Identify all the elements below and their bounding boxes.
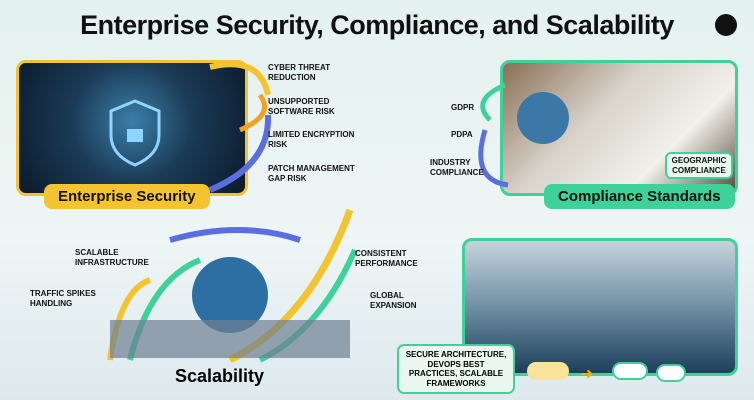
- security-item: LIMITED ENCRYPTION RISK: [268, 130, 355, 149]
- scalability-item: CONSISTENT PERFORMANCE: [355, 249, 418, 268]
- security-item: CYBER THREAT REDUCTION: [268, 63, 331, 82]
- security-badge: Enterprise Security: [44, 184, 210, 209]
- compliance-badge: Compliance Standards: [544, 184, 735, 209]
- scalability-item: SCALABLE INFRASTRUCTURE: [75, 248, 149, 267]
- scalability-item: TRAFFIC SPIKES HANDLING: [30, 289, 96, 308]
- security-item: UNSUPPORTED SOFTWARE RISK: [268, 97, 335, 116]
- geographic-compliance-label: GEOGRAPHIC COMPLIANCE: [665, 152, 733, 180]
- cloud-icon: [527, 362, 569, 380]
- scalability-item: GLOBAL EXPANSION: [370, 291, 417, 310]
- compliance-item: GDPR: [451, 103, 475, 112]
- security-arrows: [208, 61, 272, 193]
- globe-icon: [517, 92, 569, 144]
- compliance-item: PDPA: [451, 130, 473, 139]
- logo-icon: [715, 14, 737, 36]
- arrow-right-icon: ➜: [580, 366, 594, 383]
- scalability-heading: Scalability: [175, 366, 265, 386]
- cloud-icon: [612, 362, 648, 380]
- callout-text: SECURE ARCHITECTURE, DEVOPS BEST PRACTIC…: [397, 344, 515, 395]
- scalability-graphic: [107, 208, 358, 364]
- cloud-icon: [656, 364, 686, 382]
- compliance-item: INDUSTRY COMPLIANCE: [430, 158, 484, 177]
- security-item: PATCH MANAGEMENT GAP RISK: [268, 164, 355, 183]
- shield-icon: [109, 99, 161, 167]
- compliance-arrows: [478, 82, 509, 188]
- security-image: [16, 60, 248, 196]
- page-title: Enterprise Security, Compliance, and Sca…: [80, 10, 674, 40]
